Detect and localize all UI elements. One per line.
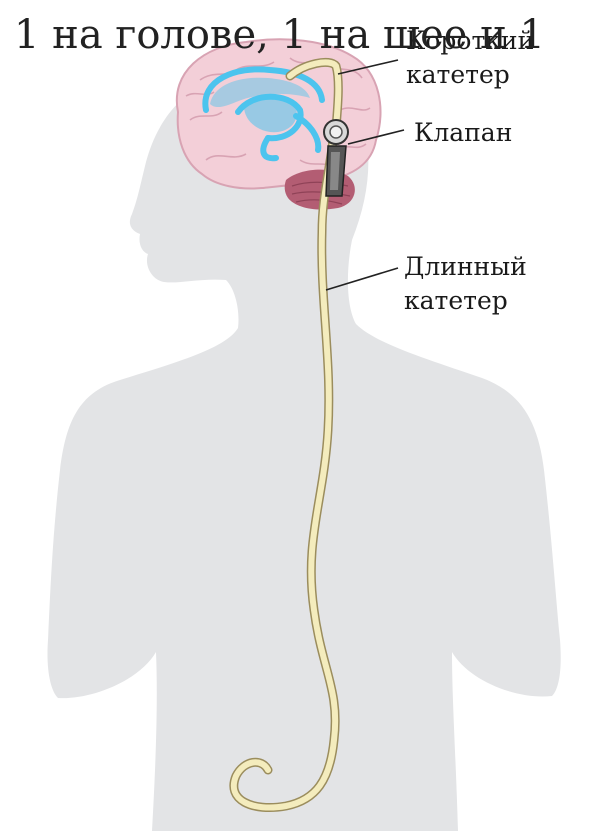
label-valve: Клапан bbox=[414, 118, 512, 148]
label-short-catheter-line2: катетер bbox=[406, 60, 510, 90]
overlay-caption: 1 на голове, 1 на шее и 1 bbox=[14, 8, 545, 62]
label-long-catheter-line2: катетер bbox=[404, 286, 508, 316]
label-long-catheter-line1: Длинный bbox=[404, 252, 527, 282]
